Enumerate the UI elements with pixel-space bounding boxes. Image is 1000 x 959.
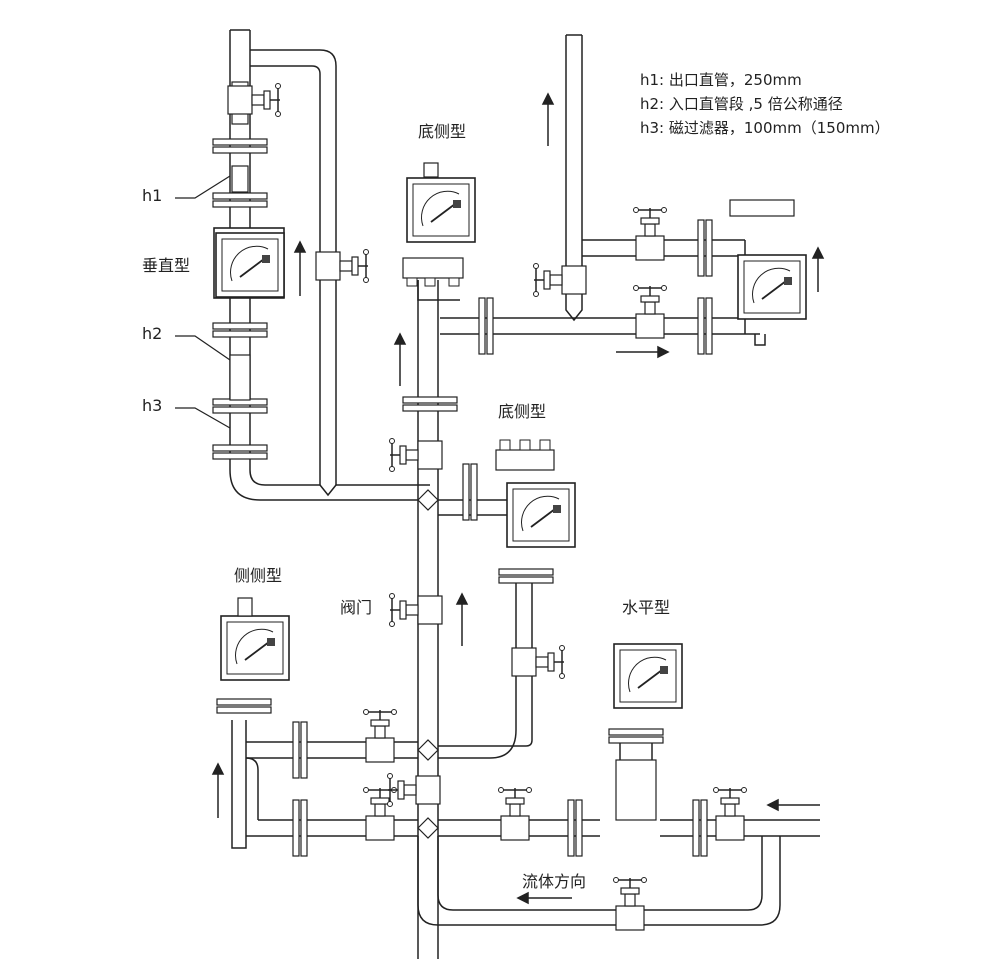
legend-h1: h1: 出口直管，250mm	[640, 71, 802, 89]
legend-h3: h3: 磁过滤器，100mm（150mm）	[640, 119, 890, 137]
label-bottom-side-top: 底侧型	[418, 122, 467, 141]
label-horizontal-type: 水平型	[622, 598, 671, 617]
label-h3: h3	[142, 396, 163, 415]
label-bottom-side-mid: 底侧型	[498, 402, 547, 421]
label-h1: h1	[142, 186, 163, 205]
label-h2: h2	[142, 324, 163, 343]
legend-h2: h2: 入口直管段 ,5 倍公称通径	[640, 95, 843, 113]
label-vertical-type: 垂直型	[142, 256, 191, 275]
label-flow-direction: 流体方向	[522, 872, 587, 891]
legend: h1: 出口直管，250mm h2: 入口直管段 ,5 倍公称通径 h3: 磁过…	[640, 68, 890, 140]
label-valve: 阀门	[340, 598, 373, 617]
label-side-side: 侧侧型	[234, 566, 283, 585]
